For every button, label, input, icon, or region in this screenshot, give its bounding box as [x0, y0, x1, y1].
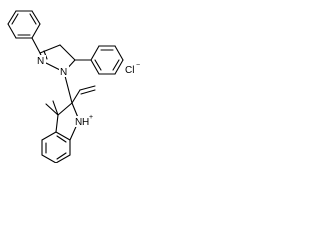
bond: [39, 44, 61, 54]
bond: [55, 154, 71, 163]
bond: [59, 44, 76, 61]
aromatic-inner-bond: [112, 59, 120, 71]
bond: [41, 131, 57, 141]
bond: [7, 10, 17, 25]
atom-labels: N N N H + Cl −: [36, 55, 140, 128]
atom-label-n-indolium: N: [75, 117, 82, 128]
bond: [57, 102, 73, 116]
bond: [7, 23, 17, 39]
aromatic-inner-bond: [11, 13, 19, 25]
counterion-chloride: Cl: [125, 65, 134, 76]
vinyl-bond: [71, 89, 81, 104]
left-phenyl-ring: [7, 10, 41, 39]
bond: [55, 131, 71, 141]
charge-plus-indolium: +: [89, 114, 93, 121]
bond: [114, 45, 124, 61]
aromatic-inner-bond: [29, 13, 37, 25]
indoline-benzo-ring: [41, 114, 80, 163]
methyl-bond: [52, 100, 59, 116]
charge-minus-chloride: −: [136, 62, 140, 69]
aromatic-inner-bond: [56, 152, 67, 160]
right-phenyl-ring: [74, 45, 124, 75]
chemical-structure: N N N H + Cl −: [7, 10, 140, 163]
aromatic-inner-bond: [94, 59, 102, 71]
methyl-bond: [45, 103, 59, 116]
n-c-bond: [63, 71, 73, 104]
bond: [31, 23, 41, 39]
bond: [55, 114, 59, 133]
atom-label-indolium-hydrogen: H: [82, 117, 89, 128]
vinyl-double-bond: [80, 89, 96, 95]
bond: [114, 59, 124, 75]
atom-label-n-linked: N: [60, 67, 67, 78]
vinyl-double-bond: [79, 85, 96, 91]
bond: [31, 10, 41, 25]
bond: [90, 45, 100, 61]
atom-label-n-pyrazoline: N: [37, 56, 44, 67]
bond: [31, 37, 41, 54]
linker-and-substituents: [45, 71, 96, 121]
bond: [90, 59, 100, 75]
aromatic-inner-bond: [56, 135, 67, 143]
bond: [41, 154, 57, 163]
